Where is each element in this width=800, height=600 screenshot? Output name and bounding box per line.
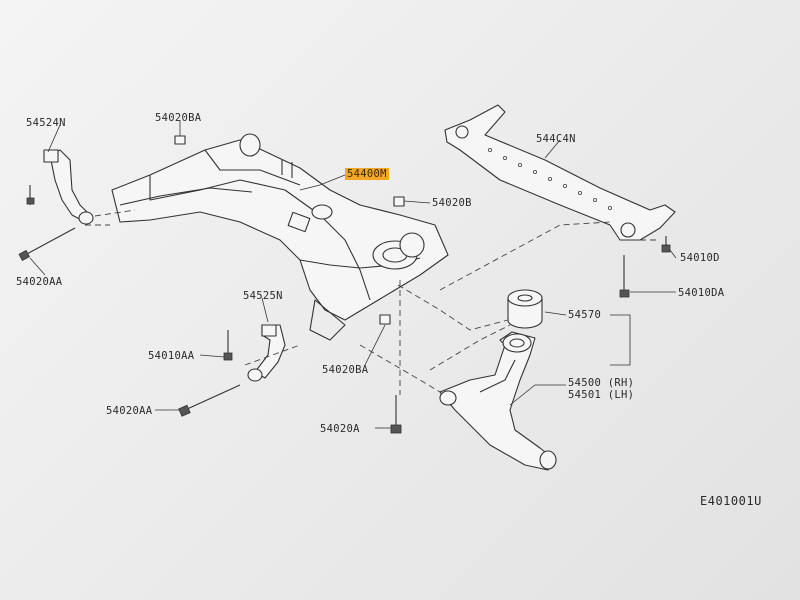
label-54020BA-mid: 54020BA: [322, 364, 369, 376]
label-54020A: 54020A: [320, 423, 360, 435]
bushing-part: [507, 289, 543, 329]
leader-lines: [29, 120, 677, 429]
right-bolts: [619, 236, 671, 298]
label-54400M-highlighted: 54400M: [345, 168, 389, 180]
label-54500-rh: 54500 (RH): [568, 377, 635, 389]
top-nut: [174, 135, 186, 145]
label-54010DA: 54010DA: [678, 287, 725, 299]
label-54020BA-top: 54020BA: [155, 112, 202, 124]
drawing-code: E401001U: [700, 494, 762, 508]
label-54010D: 54010D: [680, 252, 720, 264]
left-bracket-part: [43, 149, 136, 225]
label-544C4N: 544C4N: [536, 133, 576, 145]
front-crossmember-part: [111, 133, 449, 341]
label-54020B: 54020B: [432, 197, 472, 209]
label-54570: 54570: [568, 309, 602, 321]
nut-54020b: [393, 196, 405, 207]
mid-bracket-part: [247, 324, 286, 382]
mid-bolts: [178, 314, 402, 434]
label-54501-lh: 54501 (LH): [568, 389, 635, 401]
rear-reinforcement-part: [444, 104, 676, 241]
left-bolts: [18, 185, 76, 261]
label-54524N: 54524N: [26, 117, 66, 129]
label-54020AA-left: 54020AA: [16, 276, 63, 288]
lower-control-arm-part: [439, 331, 557, 471]
label-54525N: 54525N: [243, 290, 283, 302]
label-54010AA: 54010AA: [148, 350, 195, 362]
assembly-lines: [85, 221, 611, 395]
label-54020AA-bottom: 54020AA: [106, 405, 153, 417]
